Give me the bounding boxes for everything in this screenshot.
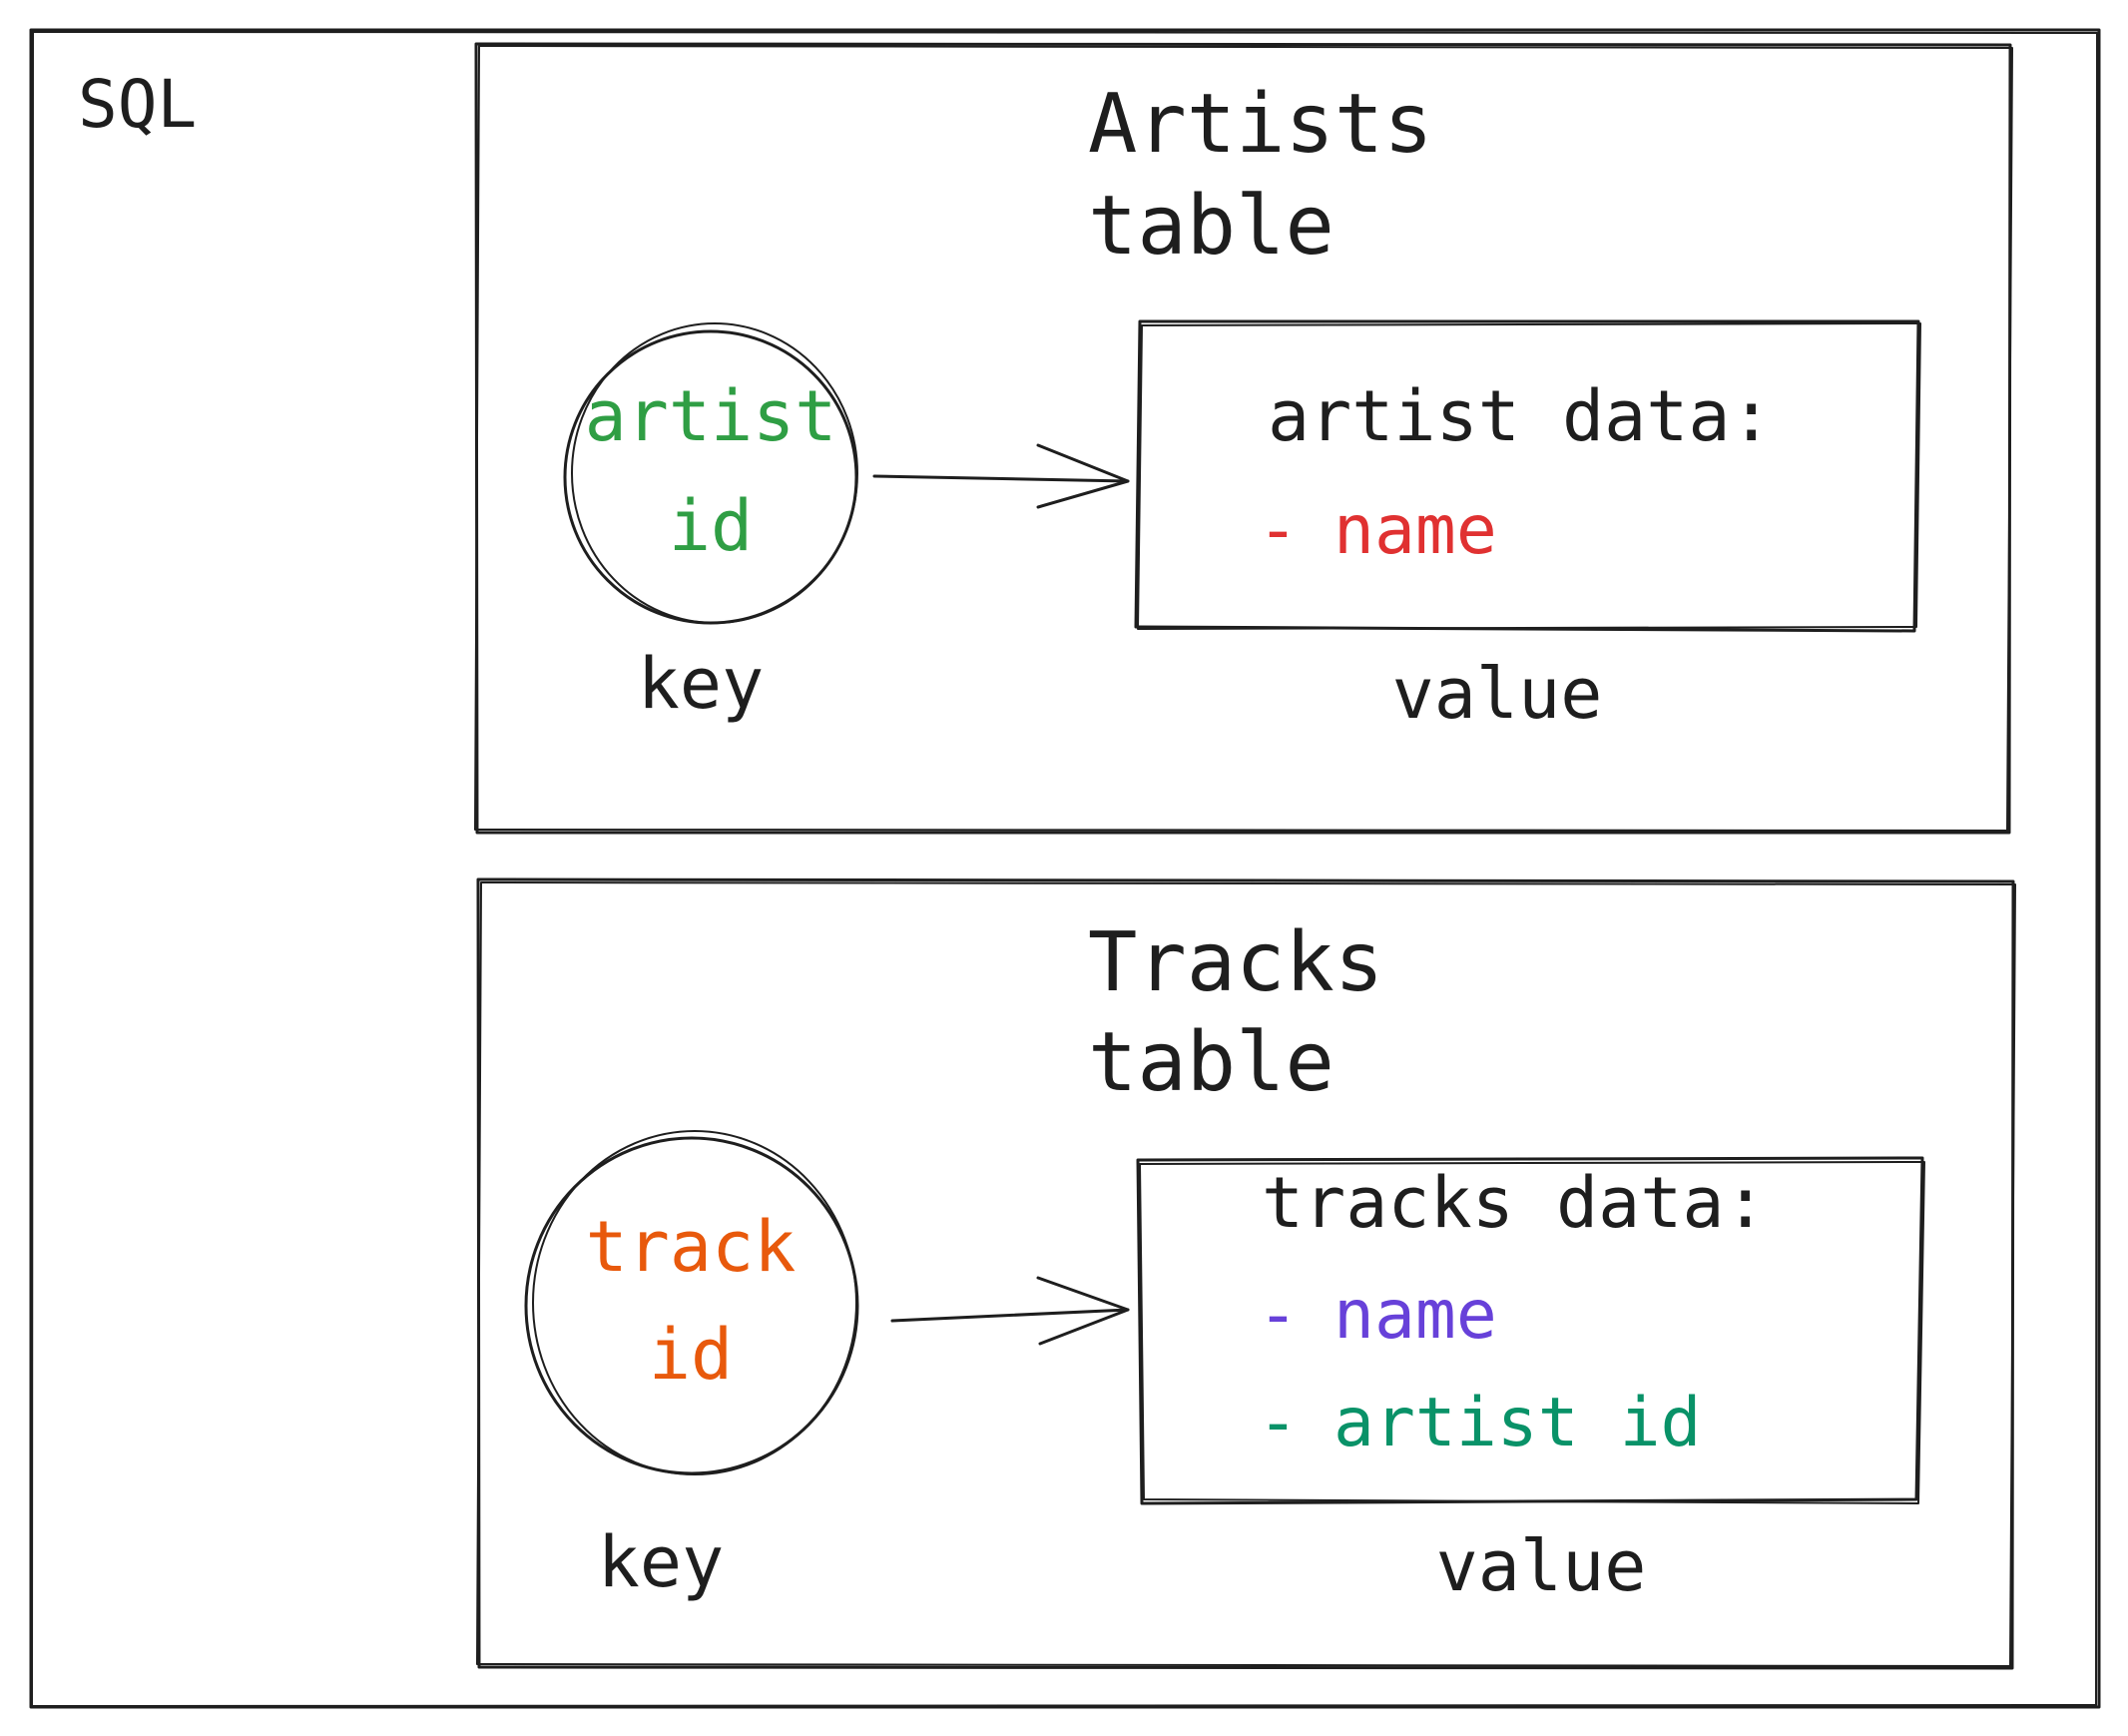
- track-value-item-name: name: [1333, 1276, 1497, 1355]
- artist-value-heading: artist data:: [1268, 375, 1773, 457]
- artist-key-circle: [563, 322, 858, 625]
- track-value-heading: tracks data:: [1262, 1162, 1767, 1244]
- artist-key-line1: artist: [584, 375, 837, 457]
- track-value-item-name-dash: -: [1258, 1276, 1299, 1355]
- track-value-item-artist-id: artist id: [1333, 1384, 1702, 1462]
- track-value-item-artist-id-dash: -: [1258, 1384, 1299, 1462]
- track-key-line1: track: [585, 1206, 797, 1288]
- artist-value-box: [1134, 319, 1921, 633]
- artist-value-item-dash: -: [1258, 491, 1299, 570]
- sql-label: SQL: [78, 66, 198, 143]
- artist-value-caption: value: [1391, 653, 1603, 735]
- artists-table-title: Artists: [1088, 77, 1433, 172]
- track-value-box: [1136, 1156, 1925, 1505]
- track-key-circle: [524, 1130, 859, 1475]
- artist-key-caption: key: [637, 643, 765, 725]
- track-key-line2: id: [648, 1314, 734, 1396]
- tracks-table-subtitle: table: [1088, 1015, 1334, 1110]
- track-value-caption: value: [1435, 1525, 1647, 1607]
- artist-key-to-value-arrow: [872, 443, 1130, 509]
- artists-table-subtitle: table: [1088, 179, 1334, 274]
- artist-key-line2: id: [668, 485, 754, 567]
- tracks-table-title: Tracks: [1088, 915, 1384, 1010]
- tracks-table-box: [476, 877, 2016, 1670]
- sql-outer-frame: [29, 28, 2101, 1709]
- artist-value-item-name: name: [1333, 491, 1497, 570]
- track-key-caption: key: [597, 1521, 725, 1603]
- artists-table-box: [474, 42, 2013, 835]
- track-key-to-value-arrow: [890, 1276, 1130, 1346]
